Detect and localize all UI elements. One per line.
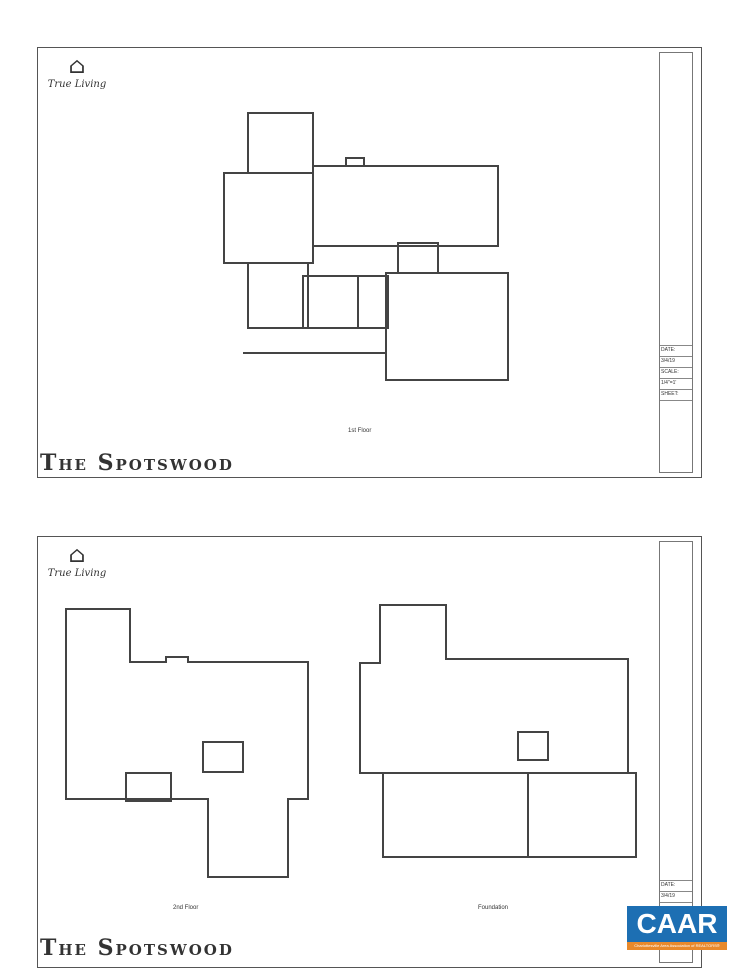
brand-logo: ⌂ True Living — [42, 543, 112, 579]
title-block: DATE: 3/4/19 SCALE: 1/4"=1' SHEET: — [659, 52, 693, 473]
cupola-icon: ⌂ — [68, 543, 86, 568]
sheet-title: The Spotswood — [40, 450, 234, 476]
first-floor-plan — [223, 112, 509, 381]
plan-label-2nd-floor: 2nd Floor — [173, 905, 199, 911]
brand-logo: ⌂ True Living — [42, 54, 112, 90]
title-block: DATE: 3/4/19 — [659, 541, 693, 963]
second-floor-and-foundation-plans — [65, 604, 637, 878]
floor-plan-sheet-1: ⌂ True Living 1st Floor The Spotswood DA… — [37, 47, 702, 478]
floor-plan-sheet-2: ⌂ True Living 2nd Floor Foundation The S… — [37, 536, 702, 968]
sheet-title: The Spotswood — [40, 935, 234, 961]
plan-label-1st-floor: 1st Floor — [348, 428, 372, 434]
caar-badge: CAAR Charlottesville Area Association of… — [627, 906, 727, 950]
cupola-icon: ⌂ — [68, 54, 86, 79]
plan-label-foundation: Foundation — [478, 905, 509, 911]
